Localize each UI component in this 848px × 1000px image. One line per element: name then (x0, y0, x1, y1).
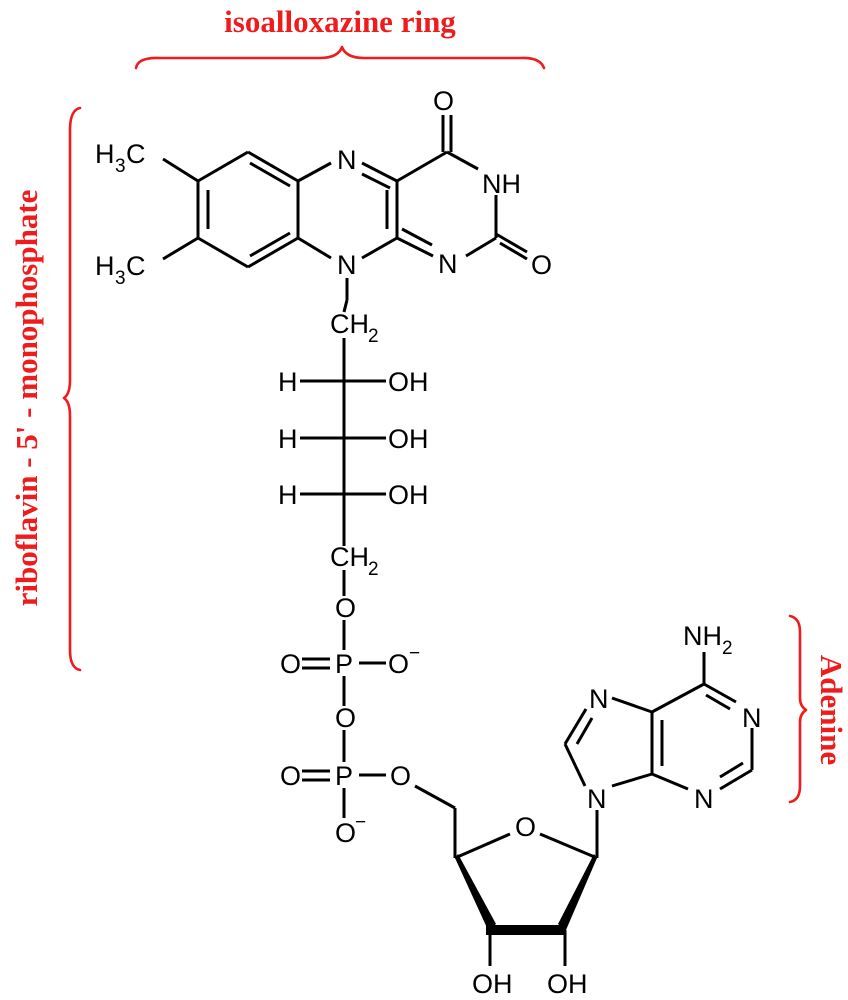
subscript-label: 2 (722, 638, 733, 659)
atom-labels: H 3 C H 3 C N N N NH O O CH 2 H OH H OH … (95, 86, 762, 999)
atom-n-label: N (742, 703, 762, 733)
bond-double (575, 717, 594, 745)
bond (495, 232, 528, 254)
bond-double (401, 227, 433, 247)
ch2-label: CH (330, 309, 369, 339)
bond-double (361, 172, 391, 190)
bond (197, 236, 249, 269)
bond (563, 708, 588, 745)
atom-o-label: O (335, 593, 356, 623)
wedge-bond (455, 854, 496, 930)
atom-o-label: O (388, 649, 409, 679)
bond (651, 772, 689, 791)
bond (446, 150, 479, 171)
bond (719, 768, 753, 791)
charge-label: − (355, 812, 366, 833)
bond (611, 772, 653, 788)
atom-h-label: H (278, 367, 298, 397)
hydroxyl-label: OH (388, 480, 429, 510)
ch2-label: CH (330, 542, 369, 572)
atom-p-label: P (335, 761, 353, 791)
bond (361, 236, 398, 260)
bond (162, 236, 199, 261)
methyl-c-label: C (126, 139, 146, 169)
atom-n-label: N (587, 784, 607, 814)
atom-o-label: O (335, 818, 356, 848)
atom-n-label: N (337, 145, 357, 175)
amine-label: NH (683, 621, 722, 651)
right-brace (788, 614, 808, 804)
riboflavin-monophosphate-label: riboflavin - 5' - monophosphate (9, 190, 44, 607)
atom-n-label: N (337, 250, 357, 280)
bond (342, 299, 349, 313)
bond-double (719, 761, 744, 779)
bond (539, 832, 598, 860)
atom-h-label: H (278, 424, 298, 454)
atom-n-label: N (438, 249, 458, 279)
methyl-h-label: H (95, 139, 115, 169)
bond (247, 150, 299, 183)
bond (297, 161, 332, 183)
atom-h-label: H (278, 480, 298, 510)
methyl-h-label: H (95, 251, 115, 281)
bond (247, 236, 299, 269)
bond (563, 743, 587, 787)
left-brace (62, 106, 82, 672)
subscript-label: 3 (115, 156, 126, 177)
atom-o-label: O (531, 250, 552, 280)
bond (396, 150, 448, 183)
annotations: isoalloxazine ring riboflavin - 5' - mon… (9, 4, 848, 804)
bond-double (249, 231, 291, 258)
bond (703, 682, 737, 704)
bond (465, 236, 497, 258)
bond (499, 241, 528, 261)
hydroxyl-label: OH (472, 969, 513, 999)
atom-o-label: O (433, 86, 454, 116)
charge-label: − (409, 643, 420, 664)
bonds (162, 115, 754, 966)
atom-p-label: P (335, 649, 353, 679)
bond (611, 696, 653, 714)
atom-o-label: O (335, 703, 356, 733)
atom-o-label: O (280, 649, 301, 679)
atom-n-label: N (694, 784, 714, 814)
bond-double (705, 693, 731, 711)
bond (361, 161, 398, 183)
hydroxyl-label: OH (547, 969, 588, 999)
hydroxyl-label: OH (388, 367, 429, 397)
bond (197, 150, 249, 183)
bond (414, 784, 456, 810)
bond (651, 682, 705, 714)
wedge-bond (486, 925, 566, 935)
methyl-c-label: C (126, 251, 146, 281)
subscript-label: 2 (368, 326, 379, 347)
bond (454, 832, 511, 860)
bond-double (249, 161, 291, 188)
atom-o-label: O (515, 812, 536, 842)
atom-o-label: O (390, 761, 411, 791)
isoalloxazine-ring-label: isoalloxazine ring (224, 4, 456, 39)
atom-n-label: N (589, 684, 609, 714)
top-brace (134, 45, 546, 70)
atom-o-label: O (280, 761, 301, 791)
wedge-bond (558, 854, 597, 930)
adenine-label: Adenine (814, 655, 848, 765)
subscript-label: 2 (368, 559, 379, 580)
bond (162, 157, 199, 183)
hydroxyl-label: OH (388, 424, 429, 454)
bond (396, 236, 434, 258)
bond (297, 236, 332, 260)
atom-nh-label: NH (482, 169, 521, 199)
subscript-label: 3 (115, 268, 126, 289)
